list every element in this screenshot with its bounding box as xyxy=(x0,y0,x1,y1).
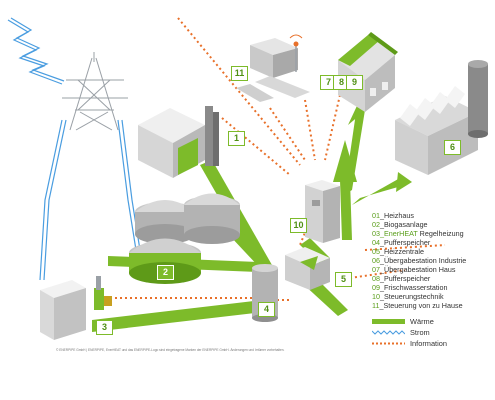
callout-11: 11 xyxy=(231,66,248,81)
legend-item: 03_EnerHEAT Regelheizung xyxy=(372,229,464,238)
legend-item: 08_Pufferspeicher xyxy=(372,274,431,283)
key-electricity-label: Strom xyxy=(410,328,430,337)
key-heat-label: Wärme xyxy=(410,317,434,326)
callout-1: 1 xyxy=(228,131,245,146)
heating-house-building xyxy=(138,106,219,178)
heat-line-swatch xyxy=(372,319,405,324)
control-technology-unit xyxy=(305,180,340,243)
information-line-swatch xyxy=(372,342,405,345)
legend-item: 06_Übergabestation Industrie xyxy=(372,256,467,265)
legend-item: 05_Heizzentrale xyxy=(372,247,424,256)
callout-2: 2 xyxy=(157,265,174,280)
legend-item: 02_Biogasanlage xyxy=(372,220,428,229)
industry-building xyxy=(395,60,488,175)
electricity-line-swatch xyxy=(372,330,405,335)
key-electricity: Strom xyxy=(372,327,492,338)
legend-item: 11_Steuerung von zu Hause xyxy=(372,301,463,310)
legend-item: 01_Heizhaus xyxy=(372,211,414,220)
key-heat: Wärme xyxy=(372,316,492,327)
power-pylon xyxy=(62,52,128,131)
line-key: Wärme Strom Information xyxy=(372,316,492,349)
control-heating-cabinet xyxy=(40,276,112,340)
house xyxy=(338,32,398,112)
information-lines xyxy=(105,17,446,301)
callout-9: 9 xyxy=(346,75,363,90)
callout-3: 3 xyxy=(96,320,113,335)
callout-4: 4 xyxy=(258,302,275,317)
callout-8: 8 xyxy=(333,75,350,90)
biogas-plant xyxy=(129,193,240,284)
legend: 01_Heizhaus 02_Biogasanlage 03_EnerHEAT … xyxy=(372,211,494,310)
key-information: Information xyxy=(372,338,492,349)
footer-copyright: © ENERPIPE GmbH | ENERPIPE, EnerHEAT und… xyxy=(56,348,285,352)
legend-item: 09_Frischwasserstation xyxy=(372,283,448,292)
callout-6: 6 xyxy=(444,140,461,155)
legend-item: 07_Übergabestation Haus xyxy=(372,265,456,274)
callout-10: 10 xyxy=(290,218,307,233)
legend-item: 10_Steuerungstechnik xyxy=(372,292,444,301)
home-computer xyxy=(236,34,310,102)
heating-center xyxy=(285,247,330,290)
key-information-label: Information xyxy=(410,339,447,348)
legend-item: 04_Pufferspeicher xyxy=(372,238,431,247)
callout-5: 5 xyxy=(335,272,352,287)
electricity-lines xyxy=(7,17,141,281)
